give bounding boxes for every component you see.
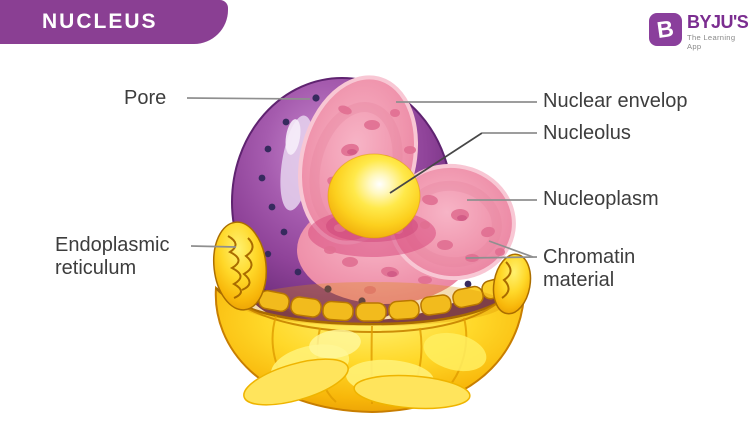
page-title: NUCLEUS <box>42 10 158 33</box>
title-banner: NUCLEUS <box>0 0 228 44</box>
leader-lines <box>186 97 538 259</box>
er-inner-petals <box>243 329 487 410</box>
byjus-tagline: The Learning App <box>687 33 736 51</box>
nucleolus-shape <box>327 153 421 239</box>
label-endoplasmic-reticulum: Endoplasmic reticulum <box>55 234 170 280</box>
label-er-line2: reticulum <box>55 257 137 279</box>
label-chromatin-line2: material <box>543 269 615 291</box>
chromatin-leader-line-upper <box>488 240 534 258</box>
er-leader-line <box>190 245 237 248</box>
byjus-logo: B BYJU'S The Learning App <box>649 12 749 51</box>
byjus-wordmark: BYJU'S <box>687 12 749 32</box>
label-pore: Pore <box>124 87 167 109</box>
byjus-logo-icon: B <box>649 13 682 46</box>
chromatin-spots-dark <box>347 149 467 277</box>
envelope-highlight-small <box>285 119 301 155</box>
er-inner-shading <box>240 282 504 326</box>
label-nuclear-envelop: Nuclear envelop <box>543 90 688 112</box>
chromatin-leader-line-lower <box>465 256 538 259</box>
er-right-crinkle <box>492 253 532 315</box>
label-nucleolus: Nucleolus <box>543 122 631 144</box>
nucleolus-leader-line-diagonal <box>389 132 483 194</box>
label-er-line1: Endoplasmic <box>55 234 170 256</box>
label-chromatin-line1: Chromatin <box>543 246 636 268</box>
label-chromatin-material: Chromatin material <box>543 246 635 292</box>
pore-leader-line <box>186 97 311 100</box>
cell-illustration <box>212 75 532 414</box>
label-nucleoplasm: Nucleoplasm <box>543 188 659 210</box>
